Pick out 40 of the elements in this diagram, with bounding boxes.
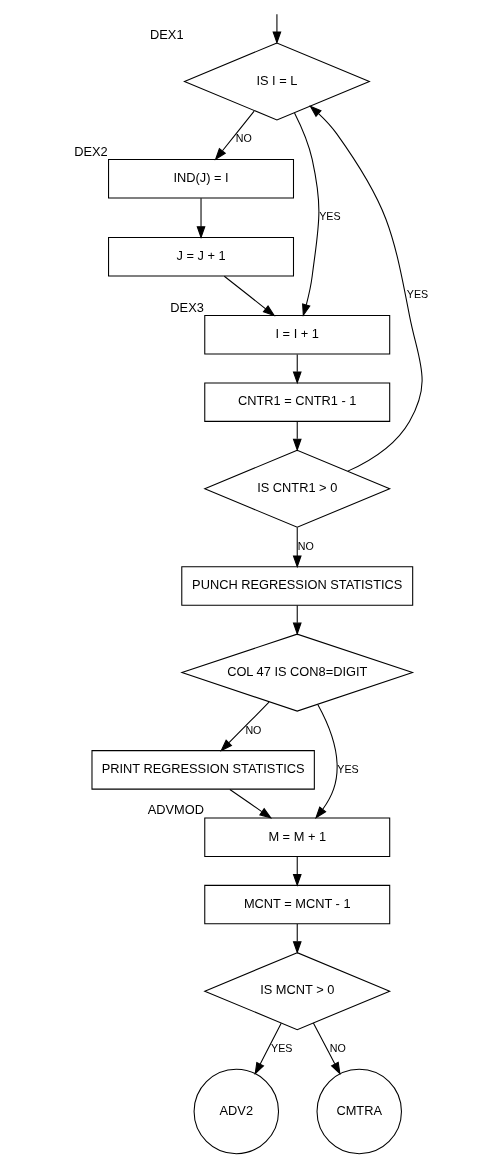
edge-label: NO (235, 132, 252, 145)
edge-label: YES (336, 762, 359, 775)
edge-label: YES (406, 288, 428, 301)
edge-label: NO (329, 1042, 346, 1055)
node-diamond: COL 47 IS CON8=DIGIT (179, 633, 414, 712)
arrow (228, 788, 272, 819)
edge-label: YES (270, 1042, 292, 1055)
arrow (292, 526, 302, 569)
arrow (293, 112, 319, 317)
arrow (314, 704, 338, 820)
node-box: IND(J) = I (107, 158, 294, 199)
arrow (271, 13, 281, 45)
node-box: PRINT REGRESSION STATISTICS (90, 750, 315, 790)
node-circle: CMTRA (315, 1068, 402, 1155)
node-box: I = I + 1 (203, 315, 390, 355)
node-label: ADVMOD (147, 802, 204, 818)
node-box: M = M + 1 (203, 817, 390, 857)
node-label: DEX1 (149, 27, 184, 43)
node-diamond: IS CNTR1 > 0 (202, 449, 391, 528)
arrow (196, 197, 206, 240)
node-box: PUNCH REGRESSION STATISTICS (180, 566, 413, 606)
arrow (223, 275, 275, 317)
arrow (219, 701, 270, 752)
node-label: DEX2 (73, 143, 108, 159)
node-circle: ADV2 (193, 1068, 279, 1155)
arrow (292, 923, 302, 954)
arrow (292, 421, 302, 452)
arrow (292, 604, 302, 636)
edge-label: NO (297, 539, 314, 552)
arrow (254, 1022, 282, 1076)
node-diamond: IS MCNT > 0 (202, 952, 391, 1031)
arrow (308, 105, 423, 472)
node-label: DEX3 (169, 299, 204, 315)
node-box: J = J + 1 (107, 237, 294, 277)
arrow (214, 110, 255, 161)
node-box: MCNT = MCNT - 1 (203, 884, 390, 925)
edge-label: YES (318, 210, 341, 223)
arrow (312, 1022, 341, 1075)
node-box: CNTR1 = CNTR1 - 1 (203, 382, 390, 422)
edge-label: NO (244, 723, 261, 736)
